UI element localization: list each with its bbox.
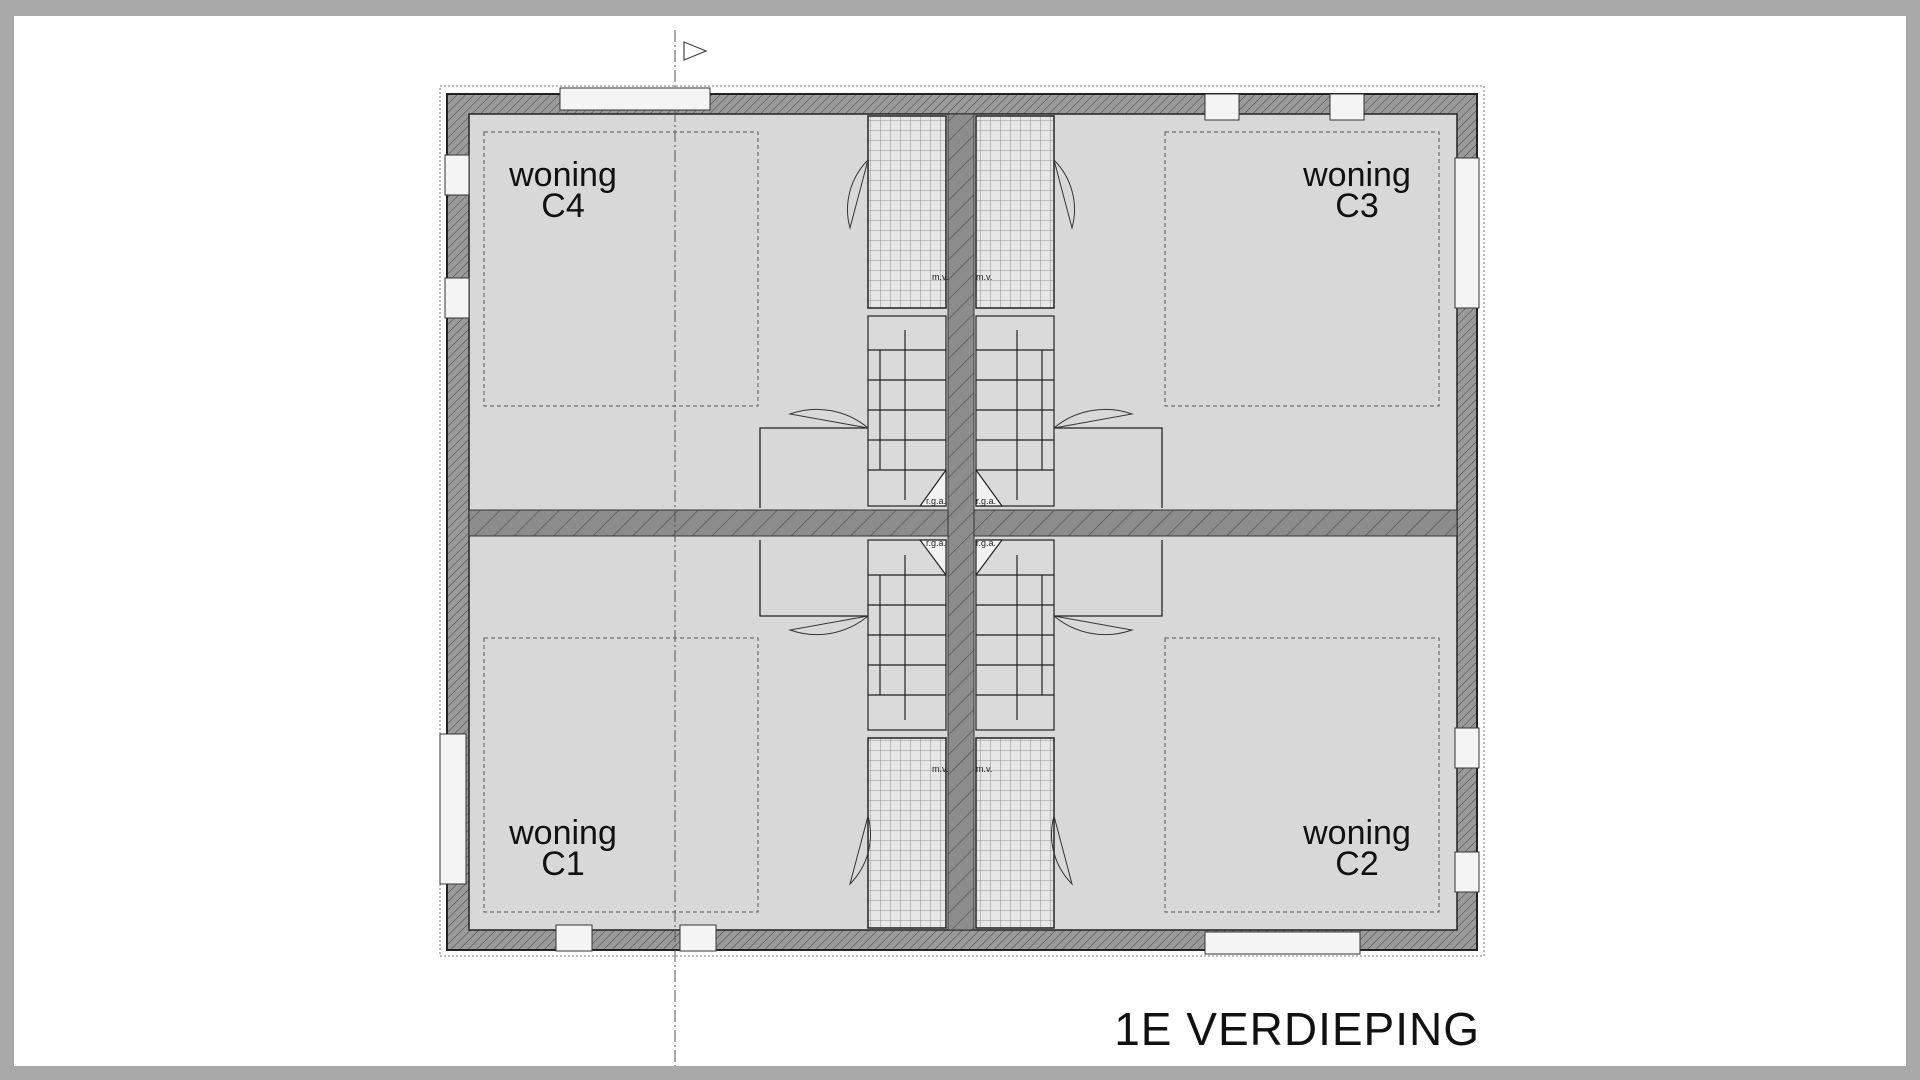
annotation-mv-c2: m.v. xyxy=(976,764,992,774)
unit-word: woning xyxy=(509,156,617,194)
unit-word: woning xyxy=(1303,814,1411,852)
room-dashed-outlines xyxy=(483,131,1440,913)
bathroom-c4 xyxy=(867,115,947,309)
site-boundary xyxy=(439,85,1485,957)
unit-label-c2: woning C2 xyxy=(1247,814,1467,883)
unit-word: woning xyxy=(1303,156,1411,194)
annotation-mv-c3: m.v. xyxy=(976,272,992,282)
stair-c4 xyxy=(867,315,947,507)
annotation-rga-c2: r.g.a. xyxy=(976,538,996,548)
unit-label-c1: woning C1 xyxy=(453,814,673,883)
windows xyxy=(439,87,1480,955)
stair-c1 xyxy=(867,539,947,731)
unit-label-c4: woning C4 xyxy=(453,156,673,225)
annotation-rga-c3: r.g.a. xyxy=(976,496,996,506)
floor-title: 1E VERDIEPING xyxy=(1114,1003,1480,1055)
bathroom-c1 xyxy=(867,737,947,929)
stair-c3 xyxy=(975,315,1055,507)
unit-label-c3: woning C3 xyxy=(1247,156,1467,225)
annotation-rga-c1: r.g.a. xyxy=(926,538,946,548)
unit-word: woning xyxy=(509,814,617,852)
door-swings xyxy=(788,159,1134,886)
unit-code: C4 xyxy=(541,187,585,225)
unit-code: C2 xyxy=(1335,845,1379,883)
annotation-mv-c4: m.v. xyxy=(932,272,948,282)
unit-code: C3 xyxy=(1335,187,1379,225)
unit-code: C1 xyxy=(541,845,585,883)
section-marker xyxy=(683,41,708,61)
party-wall-vertical xyxy=(947,113,975,931)
bathroom-c2 xyxy=(975,737,1055,929)
stair-c2 xyxy=(975,539,1055,731)
annotation-mv-c1: m.v. xyxy=(932,764,948,774)
annotation-rga-c4: r.g.a. xyxy=(926,496,946,506)
bathroom-c3 xyxy=(975,115,1055,309)
landing-outlines xyxy=(759,427,1163,617)
